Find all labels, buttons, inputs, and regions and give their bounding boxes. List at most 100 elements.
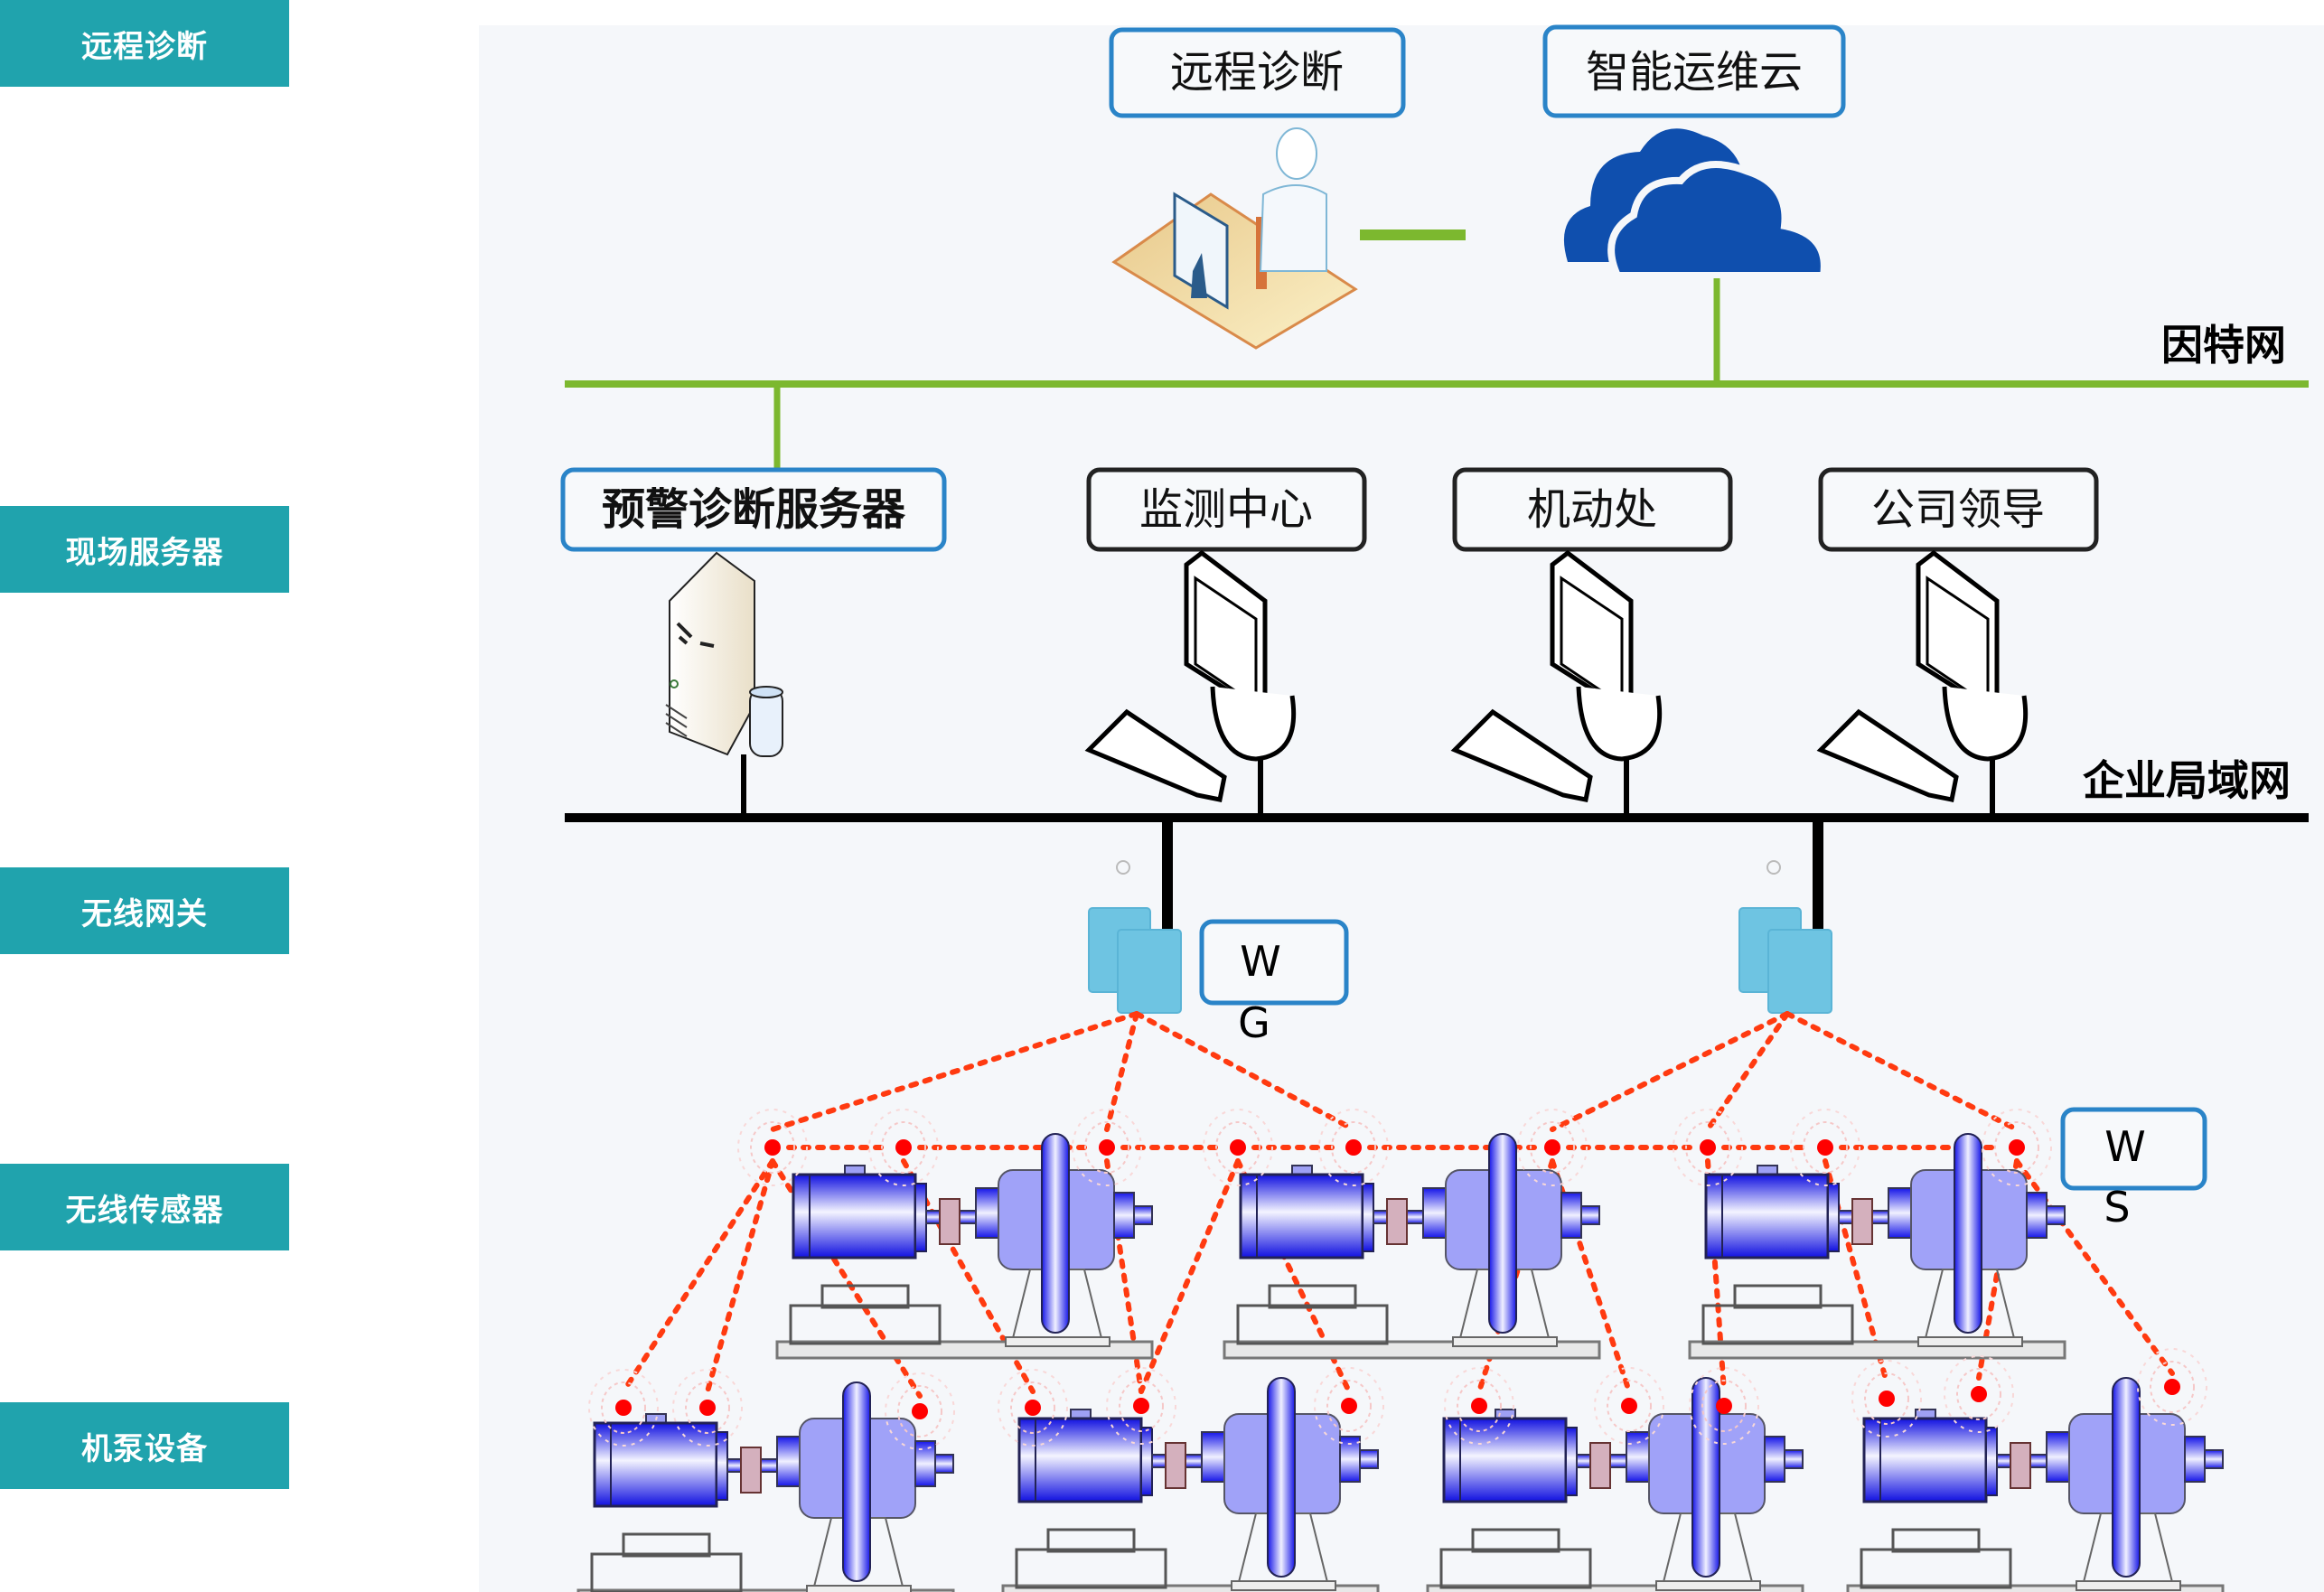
wireless-link [1550,1011,1790,1132]
wireless-link [770,1011,1139,1132]
workstation-label: 公司领导 [1871,484,2045,535]
wireless-sensor-icon [868,1109,939,1186]
pump-unit [1846,1377,2225,1592]
computer-icon [1816,549,2029,802]
coupling-icon [1386,1198,1408,1245]
remote-diagnosis-label: 远程诊断 [1170,47,1344,98]
workstation-label-box [1818,467,2099,552]
cloud-label-box [1542,24,1846,118]
pump-unit [1688,1133,2066,1360]
motor-icon [1862,1409,1998,1503]
computer-icon [1450,549,1663,802]
pump-unit [775,1133,1154,1360]
pump-icon [1422,1133,1600,1347]
workstation-label: 监测中心 [1139,484,1313,535]
wireless-sensor-icon [1594,1367,1664,1445]
wireless-sensor-icon [1517,1109,1588,1186]
wireless-sensor-icon [885,1372,955,1450]
pump-icon [1626,1377,1804,1591]
pump-icon [2046,1377,2224,1591]
wireless-sensor-icon [998,1369,1068,1447]
workstation-label-box [1086,467,1367,552]
pump-unit [1001,1377,1380,1592]
pump-unit [1223,1133,1601,1360]
cloud-node: 智能运维云 [1542,24,1846,384]
remote-diagnosis-node: 远程诊断 [1109,27,1466,350]
wireless-sensor-icon [2137,1348,2207,1426]
wireless-sensor-icon [672,1369,743,1447]
wireless-link [1550,1158,1632,1394]
coupling-icon [2010,1442,2031,1489]
wireless-link [621,1158,775,1394]
wireless-sensor-icon [1944,1355,2014,1433]
server-label-box [560,467,947,552]
wireless-sensor-icon [1790,1109,1860,1186]
gateway-tag-box [1199,919,1349,1006]
coupling-icon [1589,1442,1611,1489]
sensor-tag-bottom: S [2104,1183,2130,1231]
server-icon [665,551,783,757]
pump-icon [1888,1133,2066,1347]
gateway-tag-top: W [1240,937,1280,986]
sensor-tag-box [2060,1107,2207,1191]
wireless-link [1139,1158,1241,1394]
wireless-link [1705,1011,1790,1132]
pump-icon [1201,1377,1379,1591]
pump-icon [975,1133,1153,1347]
sensor-tag-top: W [2104,1122,2145,1171]
motor-icon [1017,1409,1153,1503]
wireless-sensor-icon [1982,1109,2052,1186]
gateway-antenna-icon [1766,860,1781,875]
coupling-icon [1851,1198,1873,1245]
internet-label: 因特网 [2161,321,2286,370]
operator-workstation-icon [1111,127,1358,350]
wireless-sensor-icon [1072,1109,1142,1186]
wireless-gateway [1088,818,1182,1014]
computer-icon [1084,549,1297,802]
wireless-sensor-icon [1106,1367,1176,1445]
sidebar-label-pump-equipment: 机泵设备 [0,1402,289,1489]
wireless-sensor-icon [1314,1367,1384,1445]
wireless-sensor-icon [1203,1109,1273,1186]
wireless-link [1785,1011,2019,1132]
cloud-label: 智能运维云 [1586,47,1803,98]
wireless-sensor-icon [737,1109,808,1186]
sidebar-label-onsite-server: 现场服务器 [0,506,289,593]
workstation-label-box [1452,467,1733,552]
sidebar-label-wireless-sensor: 无线传感器 [0,1164,289,1250]
sensor-legend: W S [2060,1107,2207,1231]
diagram-panel [479,25,2324,1592]
wireless-link [705,1158,775,1394]
motor-icon [593,1413,728,1508]
gateway-legend: W G [1199,919,1349,1047]
coupling-icon [939,1198,961,1245]
wireless-sensor-icon [1851,1360,1922,1437]
cloud-icon [1563,128,1828,279]
wireless-link [1134,1011,1356,1132]
pump-unit [576,1381,955,1592]
motor-icon [1239,1165,1374,1260]
coupling-icon [740,1447,762,1494]
lan-label: 企业局域网 [2083,756,2291,805]
warning-diagnosis-server-node: 预警诊断服务器 [560,467,947,818]
wireless-sensor-icon [588,1369,659,1447]
motor-icon [792,1165,927,1260]
sidebar-label-remote-diagnosis: 远程诊断 [0,0,289,87]
pump-unit [1426,1377,1804,1592]
wireless-gateway [1738,818,1832,1014]
pump-icon [776,1381,954,1592]
motor-icon [1442,1409,1578,1503]
wireless-sensor-icon [1673,1109,1743,1186]
motor-icon [1704,1165,1840,1260]
gateway-tag-bottom: G [1238,998,1270,1047]
server-label: 预警诊断服务器 [602,484,906,535]
wireless-sensor-icon [1318,1109,1389,1186]
workstation-label: 机动处 [1527,484,1657,535]
remote-diagnosis-label-box [1109,27,1406,118]
wireless-sensor-icon [1689,1367,1759,1445]
sidebar-label-wireless-gateway: 无线网关 [0,867,289,954]
workstation-node: 机动处 [1450,467,1733,818]
coupling-icon [1165,1442,1186,1489]
workstation-node: 公司领导 [1816,467,2099,818]
